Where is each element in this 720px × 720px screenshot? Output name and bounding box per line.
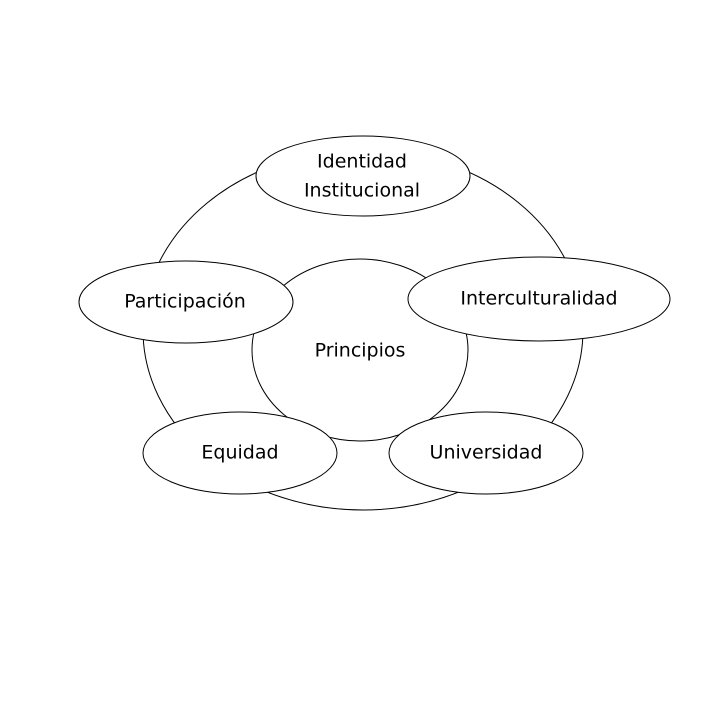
node-equidad	[142, 411, 338, 495]
node-identidad-label-line1: Identidad	[317, 151, 407, 173]
node-universidad-label: Universidad	[430, 442, 543, 464]
center-label: Principios	[315, 340, 406, 362]
node-equidad-label: Equidad	[201, 442, 278, 464]
node-identidad-label-line2: Institucional	[304, 180, 420, 202]
node-interculturalidad	[407, 256, 671, 342]
node-participacion	[78, 260, 294, 344]
node-interculturalidad-label: Interculturalidad	[460, 288, 617, 310]
node-participacion-label: Participación	[124, 291, 246, 313]
node-identidad-institucional	[255, 135, 471, 217]
node-universidad	[388, 411, 584, 495]
